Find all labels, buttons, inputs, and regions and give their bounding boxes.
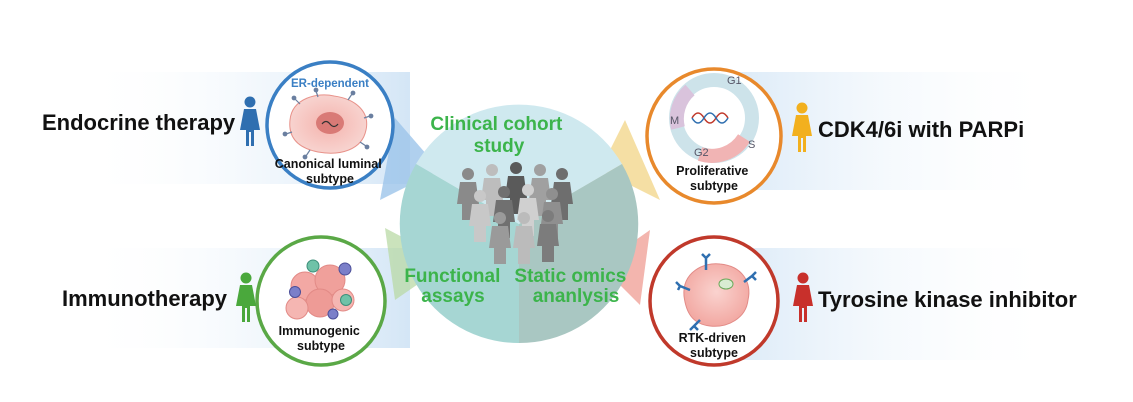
er-dependent-label: ER-dependent xyxy=(291,78,369,90)
connector-luminal xyxy=(380,118,440,200)
phase-s: S xyxy=(748,139,755,151)
receptor-icons xyxy=(282,87,374,160)
subtype-proliferative: G1 S G2 M Proliferative subtype xyxy=(645,67,783,205)
subtype-rtk: RTK-driven subtype xyxy=(648,235,780,367)
phase-g2: G2 xyxy=(694,147,709,159)
connector-proliferative xyxy=(600,120,660,200)
phase-g1: G1 xyxy=(727,75,742,87)
subtype-luminal: ER-dependent Canonical luminal subtype xyxy=(265,60,395,190)
rtk-receptor-icons xyxy=(675,253,757,331)
immunogenic-caption: Immunogenic subtype xyxy=(279,324,364,353)
dna-helix-icon xyxy=(691,112,729,124)
immune-cells-icon xyxy=(289,259,352,320)
luminal-caption: Canonical luminal subtype xyxy=(275,157,385,186)
therapy-tki: Tyrosine kinase inhibitor xyxy=(818,287,1077,312)
rtk-tumor-icon xyxy=(683,263,750,327)
label-functional-assays: Functional assays xyxy=(404,266,505,307)
nucleus-icon xyxy=(316,112,344,134)
label-static-omics: Static omics ananlysis xyxy=(514,266,631,307)
phase-m: M xyxy=(670,115,679,127)
label-clinical-cohort: Clinical cohort study xyxy=(430,114,567,157)
subtype-immunogenic: Immunogenic subtype xyxy=(255,235,387,367)
therapy-endocrine: Endocrine therapy xyxy=(42,110,236,135)
therapy-cdk46i: CDK4/6i with PARPi xyxy=(818,117,1024,142)
rtk-caption: RTK-driven subtype xyxy=(679,331,750,360)
therapy-immunotherapy: Immunotherapy xyxy=(62,286,228,311)
proliferative-caption: Proliferative subtype xyxy=(676,164,752,193)
